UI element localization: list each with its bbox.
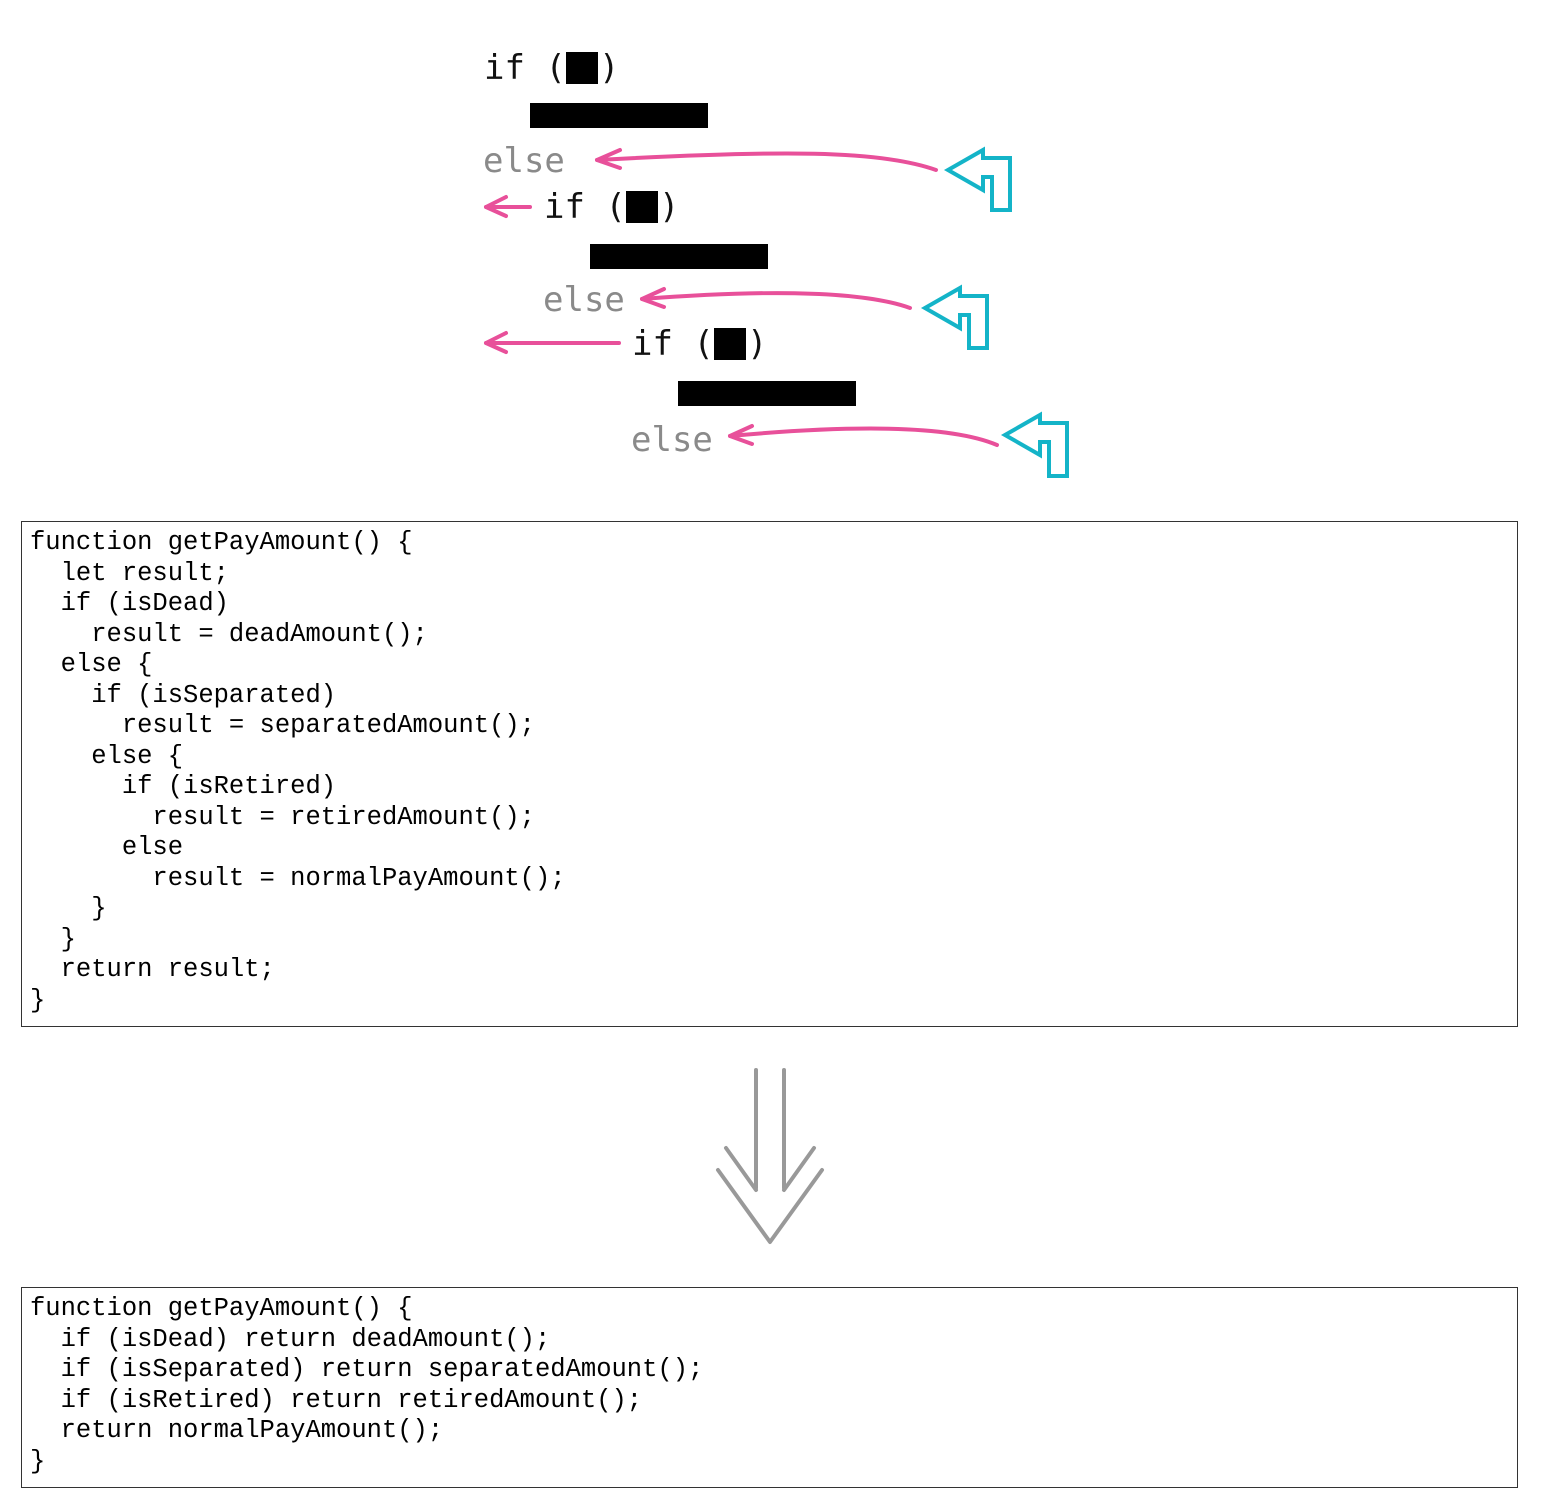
- code-line: }: [30, 924, 76, 954]
- body-block-2: [590, 244, 768, 269]
- left-arrow-icon: [728, 424, 999, 447]
- code-line: else {: [30, 741, 184, 771]
- condition-block-2: [626, 191, 658, 223]
- else-label-2: else: [543, 280, 625, 320]
- left-arrow-icon: [640, 287, 912, 310]
- code-line: return normalPayAmount();: [30, 1416, 444, 1445]
- if-label-2: if (: [544, 187, 626, 227]
- double-down-arrow-icon: [716, 1068, 824, 1244]
- up-left-turn-arrow-icon: [1000, 411, 1069, 478]
- code-line: if (isRetired): [30, 772, 337, 801]
- else-label-1: else: [483, 141, 565, 181]
- before-code-box: function getPayAmount() { let result; if…: [21, 521, 1518, 1027]
- close-paren-3: ): [747, 324, 767, 364]
- close-paren-2: ): [659, 187, 679, 227]
- code-line: else: [30, 833, 184, 862]
- left-arrow-icon: [484, 195, 532, 218]
- condition-block-1: [566, 52, 598, 84]
- code-line: if (isDead): [30, 589, 229, 618]
- code-line: if (isRetired) return retiredAmount();: [30, 1385, 643, 1415]
- if-label-1: if (: [484, 48, 566, 88]
- close-paren-1: ): [599, 48, 619, 88]
- code-line: result = deadAmount();: [30, 619, 428, 649]
- code-line: result = separatedAmount();: [30, 711, 535, 740]
- code-line: function getPayAmount() {: [30, 1294, 413, 1323]
- left-arrow-icon: [595, 148, 938, 172]
- body-block-3: [678, 381, 856, 406]
- code-line: if (isSeparated): [30, 680, 337, 710]
- code-line: result = retiredAmount();: [30, 802, 535, 832]
- code-line: if (isSeparated) return separatedAmount(…: [30, 1355, 704, 1384]
- condition-block-3: [714, 328, 746, 360]
- code-line: function getPayAmount() {: [30, 528, 413, 557]
- up-left-turn-arrow-icon: [920, 284, 989, 350]
- body-block-1: [530, 103, 708, 128]
- after-code-box: function getPayAmount() { if (isDead) re…: [21, 1287, 1518, 1488]
- up-left-turn-arrow-icon: [943, 146, 1012, 212]
- else-label-3: else: [631, 420, 713, 460]
- code-line: }: [30, 894, 107, 923]
- code-line: else {: [30, 650, 153, 679]
- code-line: }: [30, 985, 46, 1015]
- code-line: result = normalPayAmount();: [30, 863, 566, 893]
- if-label-3: if (: [632, 324, 714, 364]
- nested-conditional-diagram: if ( ) else if ( ) else if ( ) else: [483, 48, 1069, 478]
- code-line: if (isDead) return deadAmount();: [30, 1324, 551, 1354]
- code-line: let result;: [30, 558, 229, 588]
- code-line: }: [30, 1446, 46, 1476]
- code-line: return result;: [30, 955, 275, 984]
- left-arrow-icon: [484, 331, 621, 354]
